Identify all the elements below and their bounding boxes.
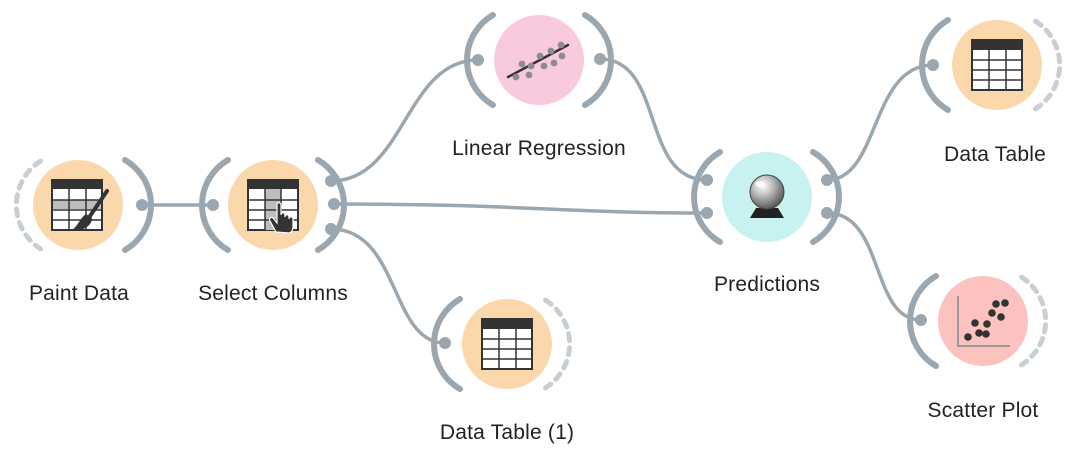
input-port[interactable] [207, 199, 219, 211]
node-label-data-table: Data Table [943, 143, 1047, 166]
input-port-arc [919, 17, 951, 113]
data-table-icon [481, 318, 533, 370]
input-port-arc [431, 296, 463, 392]
output-port-arc [582, 12, 614, 108]
output-port[interactable] [821, 207, 833, 219]
input-port-arc [464, 12, 496, 108]
link-predictions-to-scatter-plot[interactable] [825, 211, 923, 322]
output-port[interactable] [325, 175, 337, 187]
output-port-arc [810, 149, 842, 245]
node-label-scatter-plot: Scatter Plot [927, 399, 1039, 422]
link-select-columns-to-predictions[interactable] [332, 202, 709, 215]
output-port-arc [1033, 18, 1063, 112]
input-port[interactable] [927, 59, 939, 71]
output-port-arc [122, 157, 154, 253]
output-port[interactable] [328, 198, 340, 210]
output-port[interactable] [325, 223, 337, 235]
link-select-columns-to-linear-regression[interactable] [329, 58, 480, 183]
linear-regression-icon [506, 41, 570, 81]
scatter-plot-icon [957, 296, 1010, 347]
select-columns-icon [247, 179, 299, 234]
node-data-table[interactable] [919, 17, 1063, 113]
output-port[interactable] [594, 53, 606, 65]
output-port-arc [1019, 274, 1049, 368]
link-select-columns-to-data-table-1[interactable] [329, 227, 447, 345]
link-linear-regression-to-predictions[interactable] [598, 57, 709, 182]
node-label-data-table-1: Data Table (1) [439, 421, 575, 444]
node-label-predictions: Predictions [713, 273, 821, 296]
node-paint-data[interactable] [13, 157, 154, 253]
input-port[interactable] [701, 207, 713, 219]
paint-data-icon [51, 179, 109, 231]
input-port-arc [907, 273, 939, 369]
node-label-linear-regression: Linear Regression [452, 137, 626, 160]
output-port-arc [315, 157, 347, 253]
crystal-ball-icon [749, 174, 785, 218]
node-data-table-1[interactable] [431, 296, 573, 392]
output-port[interactable] [821, 174, 833, 186]
input-port-arc [13, 158, 43, 252]
input-port[interactable] [472, 54, 484, 66]
input-port[interactable] [915, 314, 927, 326]
links [140, 57, 935, 345]
output-port[interactable] [136, 199, 148, 211]
input-port[interactable] [701, 174, 713, 186]
node-select-columns[interactable] [199, 157, 347, 253]
node-label-select-columns: Select Columns [198, 282, 348, 305]
link-predictions-to-data-table[interactable] [825, 63, 935, 182]
node-predictions[interactable] [691, 149, 842, 245]
node-linear-regression[interactable] [464, 12, 614, 108]
input-port-arc [199, 157, 231, 253]
input-port-arc [691, 149, 723, 245]
input-port[interactable] [439, 337, 451, 349]
data-table-icon [971, 39, 1023, 91]
node-circle [938, 276, 1028, 366]
output-port-arc [543, 297, 573, 391]
node-scatter-plot[interactable] [907, 273, 1049, 369]
node-label-paint-data: Paint Data [28, 282, 130, 305]
